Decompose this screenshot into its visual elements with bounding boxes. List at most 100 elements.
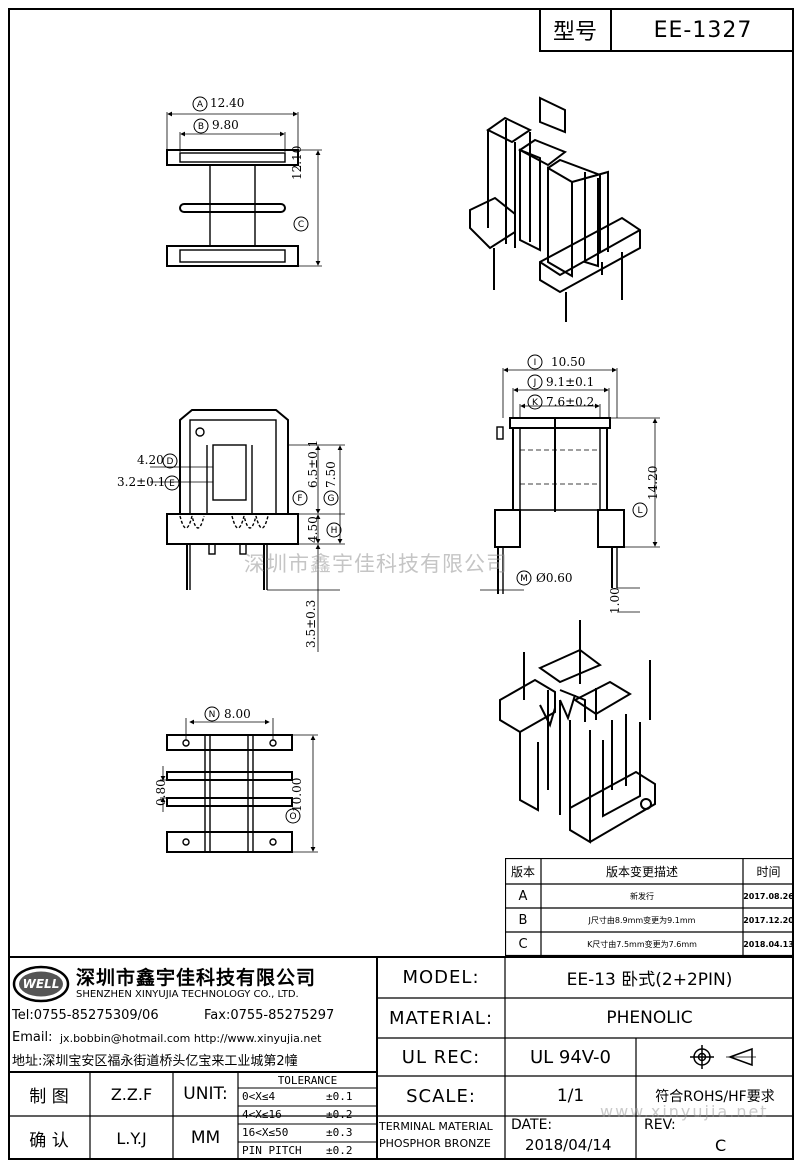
tolerance-title: TOLERANCE: [277, 1073, 338, 1087]
letter-j: J: [533, 378, 537, 388]
company-name-cn: 深圳市鑫宇佳科技有限公司: [76, 967, 317, 989]
tolerance-range: PIN PITCH: [242, 1144, 302, 1157]
rev-value: C: [715, 1136, 727, 1155]
company-logo: WELL: [12, 965, 70, 1003]
rev-row-date: 2018.04.13: [743, 939, 794, 949]
date-value: 2018/04/14: [525, 1136, 612, 1154]
rev-row-date: 2017.08.26: [743, 891, 794, 901]
dim-c: 12.10: [290, 145, 304, 180]
dim-i: 10.50: [551, 355, 586, 369]
date-label: DATE:: [511, 1117, 553, 1133]
rohs-note: 符合ROHS/HF要求: [655, 1089, 775, 1105]
top-view: [166, 111, 322, 267]
letter-b: B: [198, 122, 204, 132]
unit-label: UNIT:: [183, 1084, 228, 1104]
dim-gap: 0.80: [154, 779, 168, 806]
isometric-view-bottom: [499, 620, 656, 844]
dim-h: 4.50: [306, 516, 320, 543]
rev-row-desc: J尺寸由8.9mm变更为9.1mm: [588, 915, 696, 925]
company-email-label: Email:: [12, 1030, 53, 1045]
scale-label: SCALE:: [406, 1085, 476, 1107]
ulrec-label: UL REC:: [401, 1046, 481, 1068]
rev-row-desc: 新发行: [630, 891, 654, 901]
rev-header-ver: 版本: [510, 864, 535, 879]
rev-label: REV:: [644, 1117, 676, 1133]
dim-b: 9.80: [212, 118, 239, 132]
letter-o: O: [289, 812, 296, 822]
company-tel: Tel:0755-85275309/06: [12, 1008, 159, 1023]
rev-header-date: 时间: [756, 864, 781, 879]
company-name-en: SHENZHEN XINYUJIA TECHNOLOGY CO., LTD.: [76, 989, 299, 1000]
letter-g: G: [328, 494, 335, 504]
tolerance-range: 16<X≤50: [242, 1126, 289, 1139]
letter-f: F: [297, 494, 302, 504]
company-address: 地址:深圳宝安区福永街道桥头亿宝来工业城第2幢: [12, 1054, 298, 1069]
dim-d: 4.20: [137, 453, 164, 467]
dim-o: 10.00: [290, 777, 304, 812]
type-label: 型号: [552, 20, 597, 45]
ulrec-value: UL 94V-0: [529, 1046, 612, 1068]
letter-c: C: [298, 220, 304, 230]
dim-j: 9.1±0.1: [546, 375, 595, 389]
company-fax: Fax:0755-85275297: [204, 1008, 335, 1023]
model-value: EE-13 卧式(2+2PIN): [566, 969, 733, 990]
tolerance-value: ±0.2: [326, 1144, 353, 1157]
letter-i: I: [534, 358, 537, 368]
rev-row-desc: K尺寸由7.5mm变更为7.6mm: [587, 939, 697, 949]
revision-table: 版本 版本变更描述 时间 A 新发行 2017.08.26 B J尺寸由8.9m…: [505, 858, 794, 956]
rev-row-ver: C: [518, 936, 528, 952]
letter-k: K: [532, 398, 539, 408]
terminal-material-value: PHOSPHOR BRONZE: [379, 1137, 491, 1150]
dim-pin-length: 3.5±0.3: [304, 599, 318, 648]
company-email: jx.bobbin@hotmail.com http://www.xinyuji…: [60, 1032, 322, 1045]
dim-l: 14.20: [646, 465, 660, 500]
side-view: [480, 367, 660, 613]
rev-row-ver: B: [518, 912, 528, 928]
terminal-material-label: TERMINAL MATERIAL: [379, 1120, 493, 1133]
dim-f: 6.5±0.1: [306, 439, 320, 488]
rev-row-ver: A: [518, 888, 528, 904]
letter-n: N: [209, 710, 216, 720]
isometric-view-top: [469, 96, 641, 322]
letter-a: A: [197, 100, 204, 110]
tolerance-range: 0<X≤4: [242, 1090, 276, 1103]
unit-value: MM: [190, 1128, 221, 1148]
letter-h: H: [331, 526, 338, 536]
title-block: WELL 深圳市鑫宇佳科技有限公司 SHENZHEN XINYUJIA TECH…: [8, 956, 794, 1160]
dim-m: Ø0.60: [536, 571, 573, 585]
letter-d: D: [167, 457, 174, 467]
drawing-border: [8, 8, 794, 1160]
tolerance-value: ±0.3: [326, 1126, 353, 1139]
letter-l: L: [637, 506, 642, 516]
logo-text: WELL: [22, 977, 60, 991]
tolerance-range: 4<X≤16: [242, 1108, 282, 1121]
projection-symbol: [636, 1038, 794, 1076]
dim-e: 3.2±0.1: [117, 475, 166, 489]
tolerance-value: ±0.1: [326, 1090, 353, 1103]
scale-value: 1/1: [556, 1086, 585, 1106]
material-label: MATERIAL:: [388, 1007, 494, 1029]
bottom-view: [160, 718, 318, 853]
type-value: EE-1327: [653, 17, 753, 43]
letter-m: M: [520, 574, 528, 584]
rev-row-date: 2017.12.20: [743, 915, 794, 925]
watermark: 深圳市鑫宇佳科技有限公司: [244, 552, 508, 576]
dim-g: 7.50: [324, 461, 338, 488]
rev-header-desc: 版本变更描述: [605, 864, 678, 879]
draw-value: Z.Z.F: [110, 1084, 153, 1104]
dim-a: 12.40: [210, 96, 245, 110]
model-label: MODEL:: [402, 966, 480, 988]
dim-k: 7.6±0.2: [546, 395, 595, 409]
material-value: PHENOLIC: [606, 1008, 693, 1028]
letter-e: E: [169, 479, 175, 489]
dimension-letters: A B C D E F G H I J K L M N O: [167, 100, 643, 822]
type-box: [539, 8, 794, 52]
watermark-url: www.xinyujia.net: [600, 1102, 769, 1121]
confirm-value: L.Y.J: [116, 1128, 147, 1148]
confirm-label: 确 认: [29, 1130, 69, 1151]
dimension-letter-markers: [162, 96, 648, 824]
dim-n: 8.00: [224, 707, 251, 721]
tolerance-value: ±0.2: [326, 1108, 353, 1121]
dim-pin-offset: 1.00: [608, 587, 622, 614]
